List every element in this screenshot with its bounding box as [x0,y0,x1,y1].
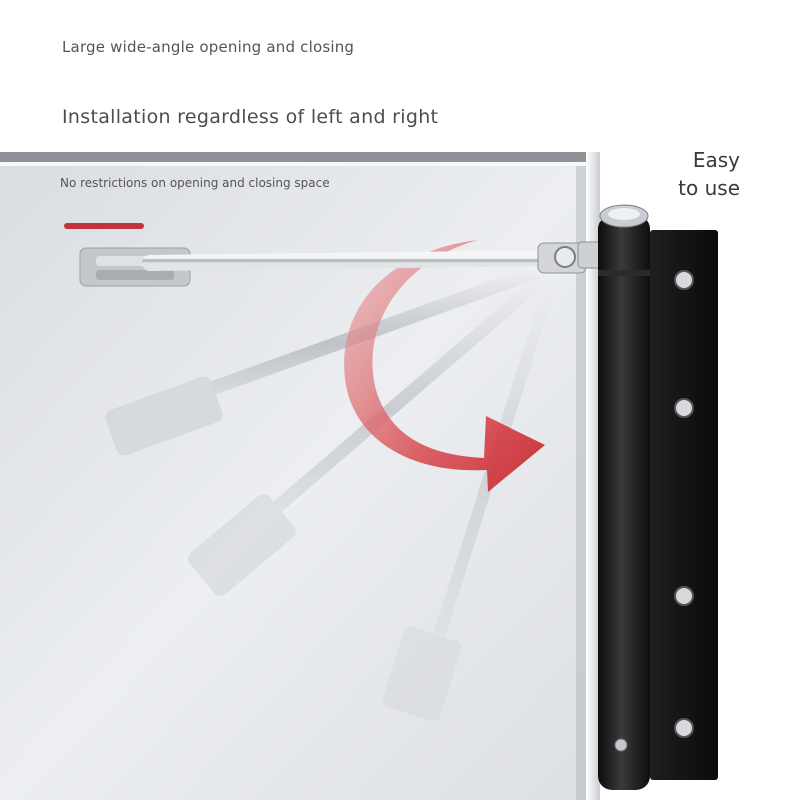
curved-arrow-icon [344,240,545,492]
door-inner-edge [576,166,586,800]
headline-wide-angle: Large wide-angle opening and closing [62,38,355,56]
ghost-arm-2 [188,261,562,596]
door-frame-top-highlight [0,162,586,166]
headline-installation: Installation regardless of left and righ… [62,106,439,128]
accent-bar [64,223,144,229]
side-title-line1: Easy [692,148,740,172]
door-frame-top [0,152,600,162]
side-title: Easy to use [620,146,740,202]
ghost-arm-1 [105,258,562,456]
caption-no-restrictions: No restrictions on opening and closing s… [60,176,330,190]
side-title-line2: to use [678,176,740,200]
main-arm [79,241,641,287]
door-frame-side [586,152,600,800]
screw-holes [674,270,694,738]
mounting-plate [650,230,718,780]
closer-cylinder [598,204,650,790]
